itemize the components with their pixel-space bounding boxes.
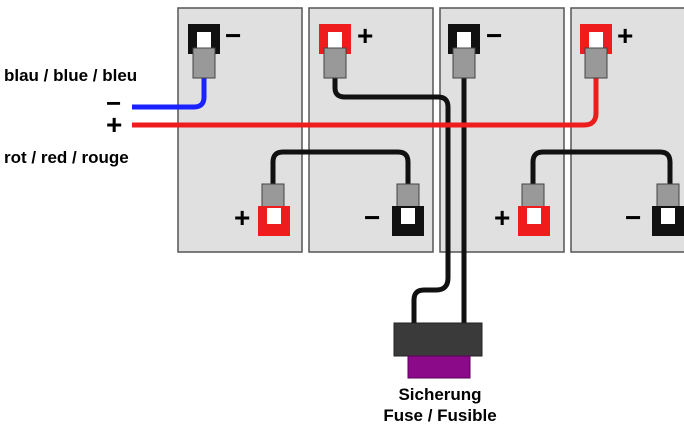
battery-1-negative-terminal — [188, 24, 220, 79]
plus-sign: + — [106, 109, 123, 140]
fuse-label-line1: Sicherung — [398, 385, 482, 404]
blue-wire-label: blau / blue / bleu — [4, 66, 138, 85]
battery-2-negative-bottom-terminal — [392, 183, 424, 236]
battery-1-positive-bottom-terminal — [258, 183, 290, 236]
battery-4-negative-bottom-terminal — [652, 183, 684, 236]
bridge-wire-3-4 — [530, 149, 673, 190]
minus-sign: − — [106, 88, 122, 118]
battery-1-bottom-sign: + — [234, 202, 251, 233]
bridge-wire-1-2 — [270, 149, 411, 190]
battery-2-positive-terminal — [319, 24, 351, 79]
fuse — [393, 322, 483, 379]
battery-3-bottom-sign: + — [494, 202, 511, 233]
fuse-input-wire — [332, 75, 451, 326]
battery-2-top-sign: + — [357, 20, 374, 51]
battery-2-bottom-sign: − — [364, 202, 381, 233]
battery-3-negative-terminal — [448, 24, 480, 79]
battery-4-positive-terminal — [580, 24, 612, 79]
battery-4-top-sign: + — [617, 20, 634, 51]
fuse-label-line2: Fuse / Fusible — [383, 406, 497, 425]
battery-1-top-sign: − — [225, 20, 242, 51]
blue-wire — [132, 75, 207, 110]
battery-4-bottom-sign: − — [625, 202, 642, 233]
red-wire — [132, 75, 599, 128]
battery-3-top-sign: − — [486, 20, 503, 51]
red-wire-label: rot / red / rouge — [4, 148, 129, 167]
battery-3-positive-bottom-terminal — [518, 183, 550, 236]
